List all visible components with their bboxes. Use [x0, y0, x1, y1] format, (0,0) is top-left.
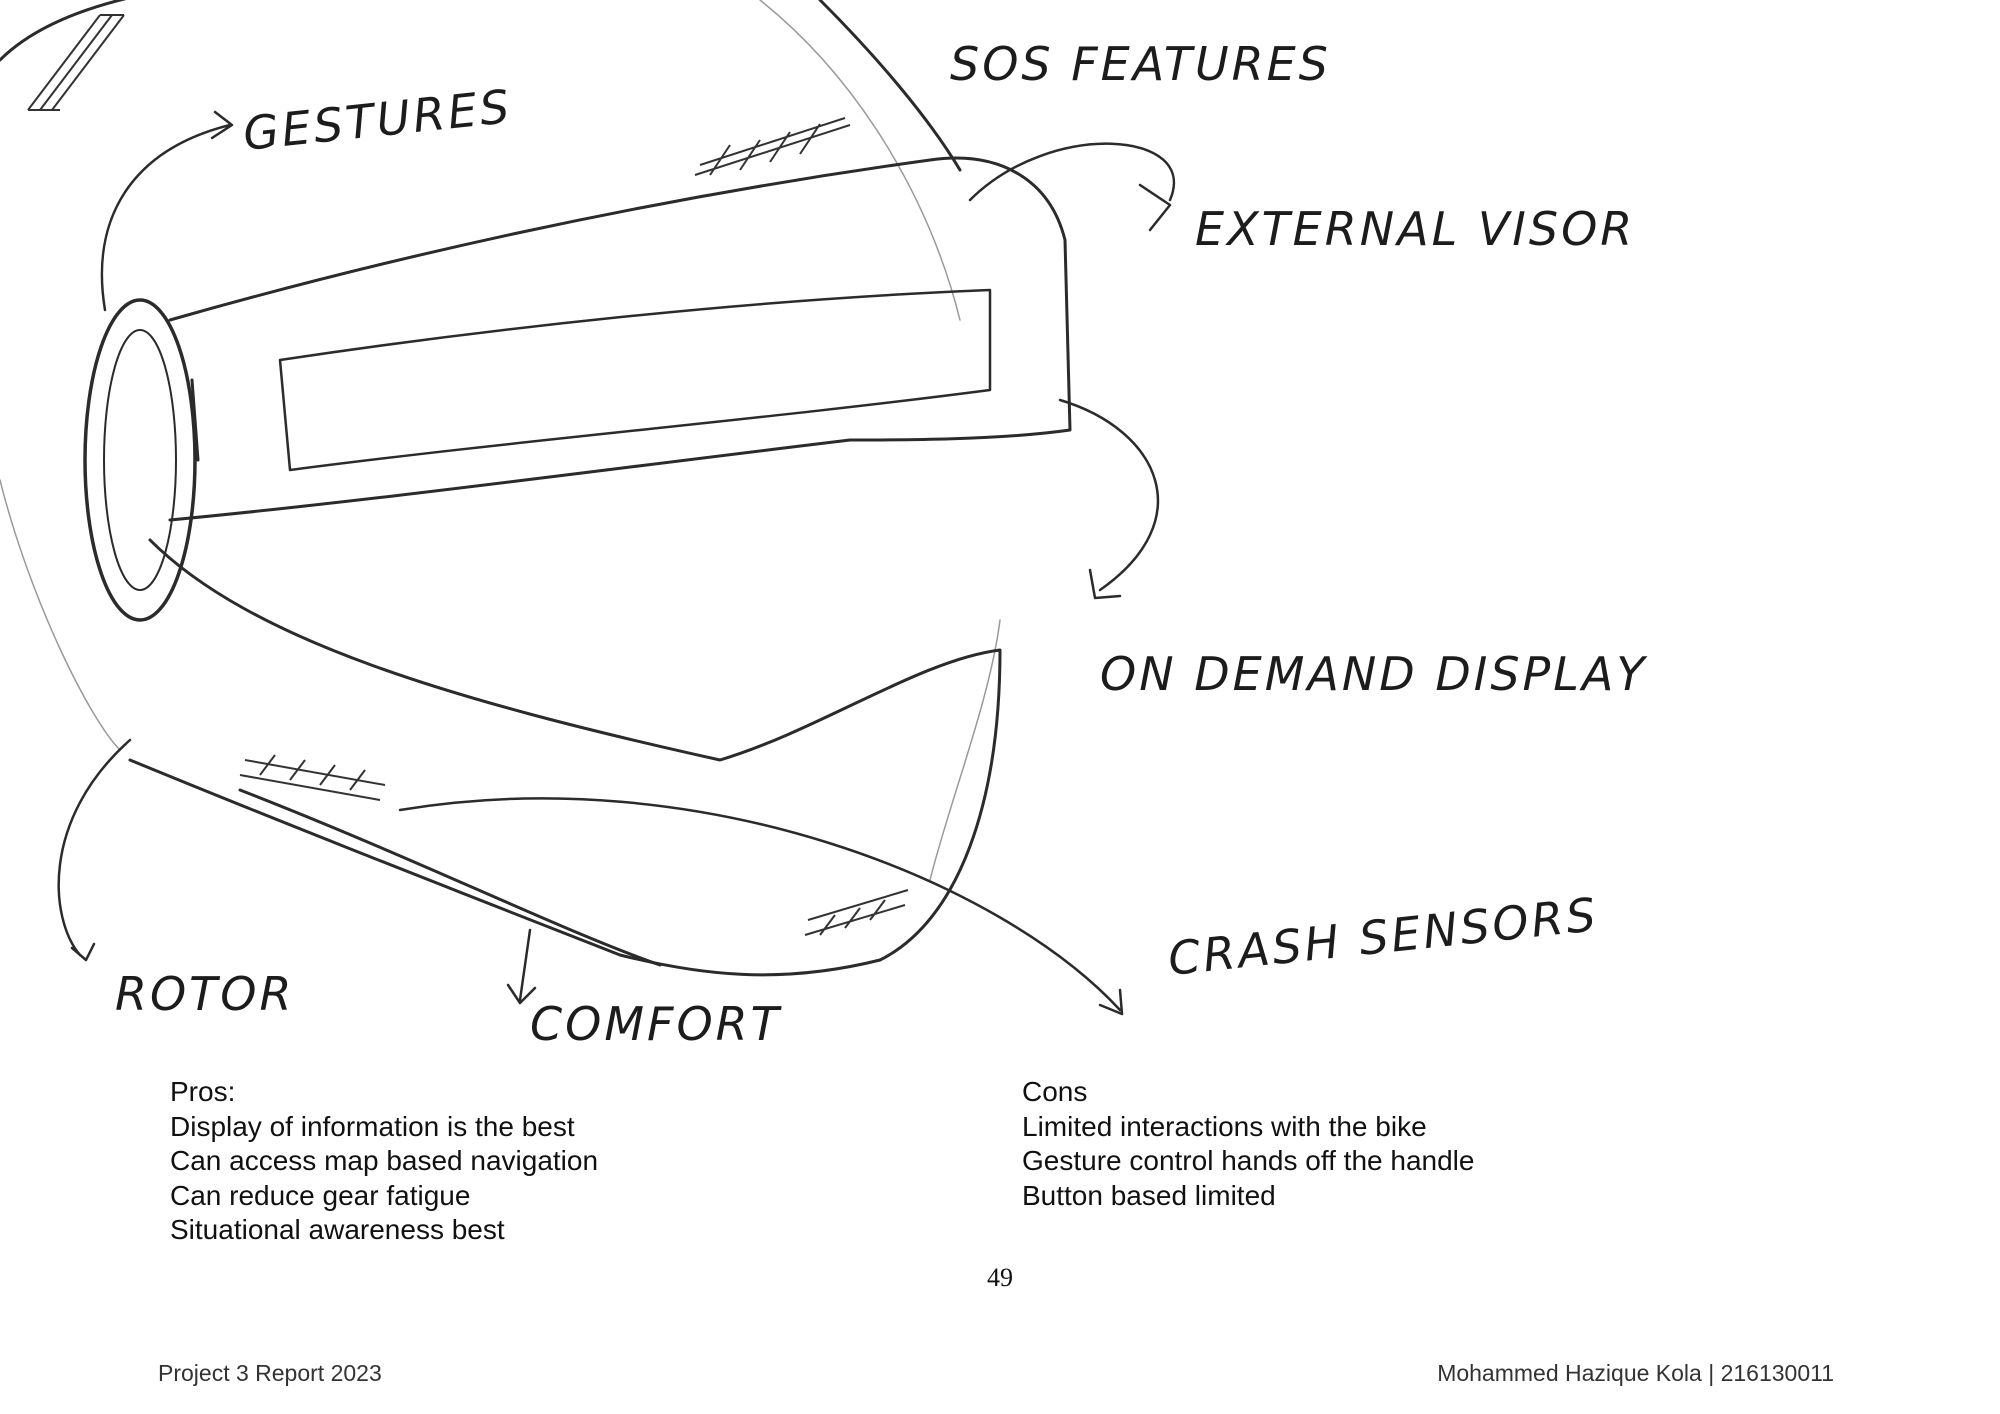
cons-item: Button based limited [1022, 1179, 1276, 1211]
cons-item: Gesture control hands off the handle [1022, 1145, 1475, 1176]
hatch-lower-right [804, 889, 909, 936]
footer-author: Mohammed Hazique Kola | 216130011 [1437, 1360, 1834, 1386]
hatch-top-visor [694, 117, 851, 176]
label-sos-features: SOS FEATURES [950, 37, 1331, 91]
rotor-ring-inner [103, 329, 177, 591]
pros-item: Situational awareness best [170, 1214, 505, 1245]
hatch-top-left [27, 14, 125, 111]
display-arrow [1058, 398, 1160, 600]
visor-inner [278, 288, 992, 472]
pros-item: Display of information is the best [170, 1110, 575, 1142]
cons-item: Limited interactions with the bike [1022, 1110, 1427, 1142]
hatch-lower-left [239, 754, 386, 801]
pros-list: Pros: Display of information is the best… [170, 1075, 598, 1248]
cons-heading: Cons [1022, 1076, 1088, 1107]
pros-heading: Pros: [170, 1076, 236, 1107]
helmet-sketch: GESTURES SOS FEATURES EXTERNAL VISOR ON … [0, 0, 1648, 1051]
chin-bottom [238, 788, 662, 967]
pros-item: Can reduce gear fatigue [170, 1179, 471, 1211]
page-number: 49 [987, 1263, 1013, 1292]
label-rotor: ROTOR [115, 967, 294, 1021]
rotor-slot [190, 378, 200, 462]
rotor-ring [83, 298, 197, 622]
label-on-demand-display: ON DEMAND DISPLAY [1100, 647, 1648, 701]
label-crash-sensors: CRASH SENSORS [1166, 887, 1601, 986]
rotor-arrow [57, 738, 132, 962]
gestures-arrow [100, 110, 234, 312]
visor-arrow [968, 142, 1176, 232]
label-gestures: GESTURES [241, 79, 515, 161]
cons-list: Cons Limited interactions with the bike … [1022, 1075, 1474, 1213]
pros-item: Can access map based navigation [170, 1145, 599, 1176]
label-external-visor: EXTERNAL VISOR [1195, 202, 1635, 256]
helmet-shell-outline [0, 0, 962, 172]
label-comfort: COMFORT [530, 997, 783, 1051]
chin-guard [128, 538, 1002, 977]
crash-arrow [398, 797, 1124, 1016]
footer-report-title: Project 3 Report 2023 [158, 1360, 382, 1386]
comfort-arrow [506, 928, 537, 1005]
visor-band [168, 156, 1072, 522]
